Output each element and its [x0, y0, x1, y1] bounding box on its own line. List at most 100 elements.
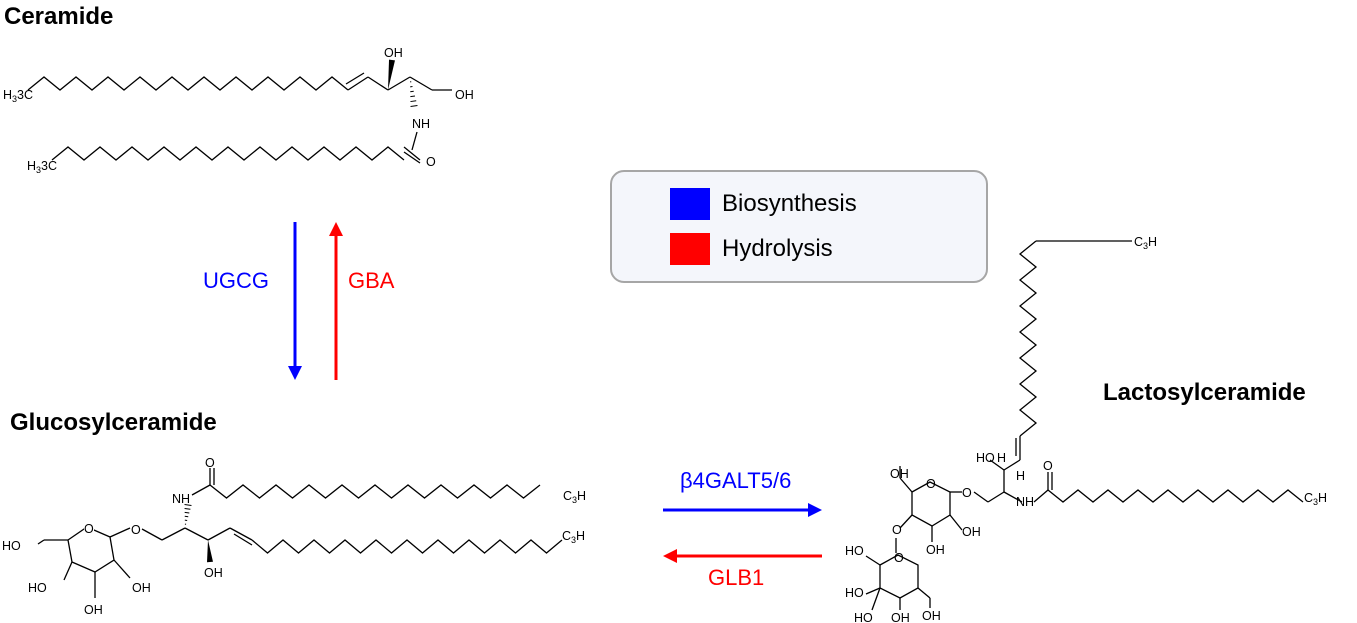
bond	[1033, 489, 1049, 503]
carbonyl-o-label: O	[1043, 459, 1053, 473]
bond	[917, 587, 931, 599]
ring-o-mask	[84, 522, 94, 534]
glycosidic-o-label: O	[962, 486, 972, 500]
bond	[63, 561, 73, 581]
arrow-head	[329, 222, 343, 236]
hydroxyl-label: OH	[962, 525, 981, 539]
arrow-head	[808, 503, 822, 517]
bond	[949, 514, 963, 531]
hydroxyl-label: OH	[204, 566, 223, 580]
h-label: H	[997, 451, 1006, 465]
ring-o-label: O	[926, 477, 936, 491]
amide-nh-label: NH	[172, 492, 190, 506]
ring-o-label: O	[894, 551, 904, 565]
legend-swatch-biosynthesis	[670, 188, 710, 220]
bond	[161, 527, 186, 541]
hydroxyl-label: OH	[132, 581, 151, 595]
arrow-glb1	[663, 549, 822, 563]
methyl-label: C3H	[1304, 491, 1327, 507]
methyl-label: C3H	[562, 529, 585, 545]
carbonyl-o-label: O	[426, 155, 436, 169]
glucosylceramide-title: Glucosylceramide	[10, 409, 217, 436]
bond	[207, 527, 231, 541]
nh-hash-bond	[410, 81, 418, 107]
legend-swatch-hydrolysis	[670, 233, 710, 265]
bond	[109, 527, 131, 538]
bond	[184, 527, 209, 541]
bond	[403, 146, 421, 161]
sphingosine-chain	[251, 539, 563, 554]
h-label: H	[1016, 469, 1025, 483]
arrow-head	[288, 366, 302, 380]
double-bond-line	[233, 533, 253, 546]
oh-wedge	[388, 59, 395, 90]
oh-wedge	[207, 540, 213, 563]
methyl-label: C3H	[1134, 235, 1157, 251]
ceramide-title: Ceramide	[4, 3, 114, 30]
legend-item-biosynthesis: Biosynthesis	[670, 188, 857, 220]
methyl-label: C3H	[563, 489, 586, 505]
bridge-o-label: O	[892, 523, 902, 537]
bond	[871, 587, 881, 611]
fatty-acyl-chain	[209, 484, 541, 499]
bond	[987, 491, 1005, 503]
enzyme-label-b4galt: β4GALT5/6	[680, 468, 792, 493]
hydroxyl-label: HO	[854, 611, 873, 623]
hash-line	[410, 105, 418, 107]
bond	[1003, 491, 1023, 503]
arrow-gba	[329, 222, 343, 380]
hydroxyl-label: HO	[2, 539, 21, 553]
bond	[989, 459, 1005, 471]
glycosidic-o-label: O	[131, 523, 141, 537]
enzyme-label-ugcg: UGCG	[203, 268, 269, 293]
ring-o-label: O	[84, 522, 94, 536]
carbonyl-o-label: O	[205, 456, 215, 470]
hash-line	[410, 95, 416, 98]
arrow-b4galt	[663, 503, 822, 517]
hydroxyl-label: HO	[976, 451, 995, 465]
fatty-acyl-chain	[1047, 489, 1304, 503]
hash-line	[410, 100, 417, 103]
bond	[865, 587, 881, 595]
reaction-arrows	[288, 222, 822, 563]
fatty-acyl-chain	[51, 146, 405, 161]
bond	[113, 559, 131, 579]
methyl-label: H33C	[27, 159, 57, 175]
bond	[141, 528, 163, 541]
bond	[1003, 459, 1021, 471]
bond	[191, 484, 211, 496]
hydroxyl-label: OH	[384, 46, 403, 60]
hydroxyl-label: OH	[84, 603, 103, 617]
nh-hash-bond	[184, 504, 192, 525]
sphingosine-chain	[27, 76, 349, 91]
amide-nh-label: NH	[1016, 495, 1034, 509]
hydroxyl-label: OH	[922, 609, 941, 623]
bond	[865, 555, 881, 566]
hydroxyl-label: HO	[845, 586, 864, 600]
arrow-ugcg	[288, 222, 302, 380]
hydroxyl-label: HO	[28, 581, 47, 595]
sphingosine-chain	[1018, 240, 1038, 437]
double-bond-line	[345, 72, 365, 85]
hydroxyl-label: OH	[891, 611, 910, 623]
lactosylceramide-title: Lactosylceramide	[1103, 379, 1306, 406]
hash-line	[184, 504, 192, 506]
bond	[973, 491, 989, 503]
legend-label-hydrolysis: Hydrolysis	[722, 235, 833, 262]
legend-label-biosynthesis: Biosynthesis	[722, 190, 857, 217]
legend-box: Biosynthesis Hydrolysis	[610, 170, 988, 283]
hydroxyl-label: OH	[890, 467, 909, 481]
bond	[411, 131, 418, 151]
hydroxyl-label: OH	[455, 88, 474, 102]
carbonyl-bond	[403, 151, 421, 164]
trans-bond	[347, 76, 369, 91]
enzyme-label-glb1: GLB1	[708, 565, 765, 590]
bond	[899, 514, 913, 529]
trans-bond	[229, 527, 253, 541]
hash-line	[184, 511, 190, 514]
enzyme-label-gba: GBA	[348, 268, 395, 293]
legend-item-hydrolysis: Hydrolysis	[670, 233, 833, 265]
hydroxyl-label: OH	[926, 543, 945, 557]
